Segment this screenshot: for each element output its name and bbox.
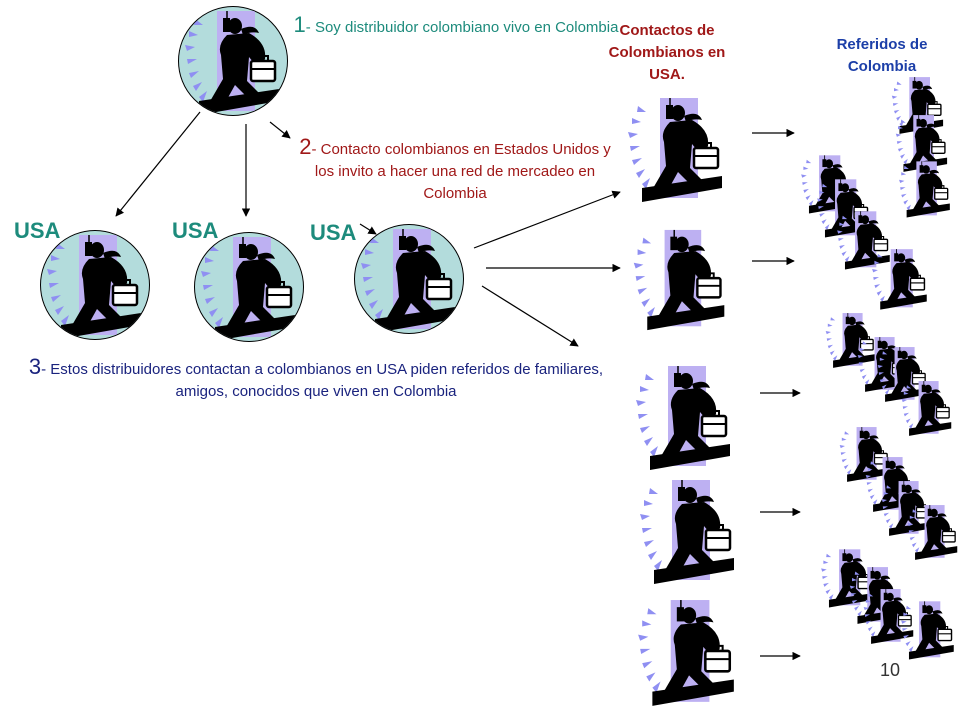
contact-3-icon [632,364,736,474]
arrow-to-note-2 [269,121,291,139]
arrow-to-usa-3 [359,223,377,235]
step-2-note: 2- Contacto colombianos en Estados Unido… [290,136,620,205]
contact-2-icon [630,228,730,334]
businessman-icon [359,227,459,334]
referral-icon [900,380,954,438]
page-number: 10 [880,660,901,680]
businessman-icon [45,233,145,340]
referral-icon [906,504,960,562]
step-3-text: - Estos distribuidores contactan a colom… [41,361,604,400]
step-3-note: 3- Estos distribuidores contactan a colo… [2,356,630,403]
distributor-usa-node-1 [40,230,150,340]
usa-label-3: USA [310,220,357,245]
contacts-column-header: Contactos de Colombianos en USA. [608,22,726,83]
step-2-text: - Contacto colombianos en Estados Unidos… [311,141,611,202]
businessman-icon [199,235,299,342]
step-2-number: 2 [299,134,312,159]
distributor-colombia-node [178,6,288,116]
arrow-to-usa-1 [115,111,201,217]
step-1-text: - Soy distribuidor colombiano vivo en Co… [305,19,619,36]
referrals-column-header: Referidos de Colombia [836,36,928,75]
contact-1-icon [624,96,728,206]
contact-4-icon [636,478,740,588]
referral-icon [900,600,956,662]
usa-label-1: USA [14,218,61,243]
referral-icon [870,248,930,312]
distributor-usa-node-3 [354,224,464,334]
referral-icon [898,160,952,220]
arrow-to-contact-1 [473,190,621,249]
arrow-to-contact-3 [481,285,579,347]
step-1-note: 1- Soy distribuidor colombiano vivo en C… [286,14,626,39]
step-1-number: 1 [293,12,306,37]
usa-label-2: USA [172,218,219,243]
distributor-usa-node-2 [194,232,304,342]
step-3-number: 3 [28,354,42,379]
businessman-icon [183,9,283,116]
contact-5-icon [634,598,740,710]
